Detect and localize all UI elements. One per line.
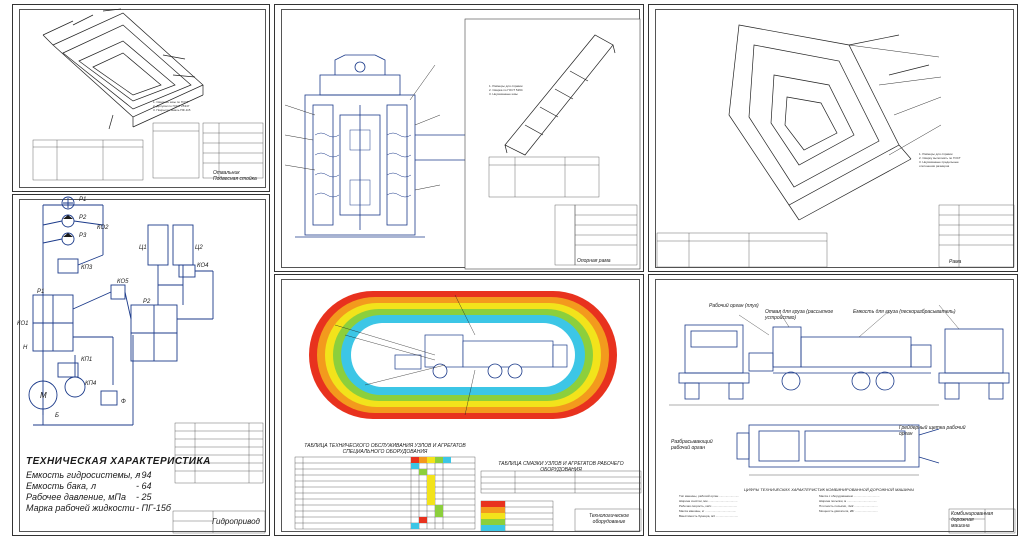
svg-text:Плотность посыпки, г/м2 ......: Плотность посыпки, г/м2 ................… (819, 504, 878, 508)
sheet-cylinder: 1. Размеры для справок 2. Сварка по ГОСТ… (274, 4, 644, 272)
label-r1: Р1 (37, 289, 45, 295)
truck-stamp: Комбинированная дорожная машина (951, 511, 994, 529)
sheet-c-stamp: Опорная рама (577, 258, 611, 264)
svg-text:2. Сварка по ГОСТ 5264: 2. Сварка по ГОСТ 5264 (489, 88, 523, 92)
sheet-frame (655, 279, 1014, 532)
sheet-frame (655, 9, 1014, 268)
label-f: Ф (121, 399, 126, 405)
tech-row-pressure: Рабочее давление, мПа - 25 (26, 492, 152, 502)
frame-drawing: 1. Размеры для справок 2. Сварку выполня… (656, 24, 1015, 268)
label-ko5: КО5 (117, 279, 129, 285)
svg-text:Ширина посыпки, м ............: Ширина посыпки, м ......................… (819, 499, 877, 503)
sheet-frame (281, 279, 640, 532)
svg-text:3. Покрытие эмаль ПФ-115: 3. Покрытие эмаль ПФ-115 (153, 108, 191, 112)
label-kp3: КП3 (81, 265, 93, 271)
svg-text:Масса с оборудованием ........: Масса с оборудованием ..................… (819, 494, 880, 498)
maintenance-table-title: ТАБЛИЦА ТЕХНИЧЕСКОГО ОБСЛУЖИВАНИЯ УЗЛОВ … (304, 443, 466, 455)
tech-row-name: Рабочее давление, мПа (26, 492, 126, 502)
plow-attachment-drawing: 1. Сварные швы по ГОСТ 2. Допуски по ГОС… (32, 8, 264, 181)
sheet-frame (19, 199, 266, 532)
svg-text:отклонения размеров: отклонения размеров (919, 164, 950, 168)
label-b: Б (55, 413, 59, 419)
label-c2: Ц2 (195, 245, 203, 251)
sheet-a-stamp: Отвальник Подвесная стойка (213, 170, 257, 182)
svg-text:Вместимость бункера, м3 ......: Вместимость бункера, м3 ................… (679, 514, 738, 518)
label-kp1: КП1 (81, 357, 93, 363)
lubrication-table-title: ТАБЛИЦА СМАЗКИ УЗЛОВ И АГРЕГАТОВ РАБОЧЕГ… (498, 461, 624, 473)
label-m: М (40, 391, 47, 400)
label-p2: Р2 (79, 215, 87, 221)
svg-text:1. Сварные швы по ГОСТ: 1. Сварные швы по ГОСТ (153, 100, 189, 104)
tech-row-tank: Емкость бака, л - 64 (26, 481, 152, 491)
ops-stamp: Технологическое оборудование (589, 513, 629, 525)
sheet-hydraulic: Р1 Р2 Р3 КО2 КП3 КО1 Ц1 Ц2 КО4 КО5 Р2 Р1… (12, 194, 270, 536)
svg-text:3. Неуказанные швы: 3. Неуказанные швы (489, 92, 518, 96)
label-plow: Рабочий орган (плуг) (709, 303, 759, 309)
label-n: Н (23, 345, 28, 351)
label-kp4: КП4 (85, 381, 97, 387)
svg-text:3. Неуказанные предельные: 3. Неуказанные предельные (919, 160, 959, 164)
label-r2: Р2 (143, 299, 151, 305)
sheet-truck: Тип машины, рабочий орган ..............… (648, 274, 1018, 536)
tech-row-fluid: Марка рабочей жидкости- ПГ-15б (26, 503, 171, 513)
truck-specs-title: ЦИФРЫ ТЕХНИЧЕСКИХ ХАРАКТЕРИСТИК КОМБИНИР… (744, 487, 914, 492)
tech-characteristics-title: ТЕХНИЧЕСКАЯ ХАРАКТЕРИСТИКА (26, 456, 211, 467)
svg-text:Тип машины, рабочий орган ....: Тип машины, рабочий орган ..............… (679, 494, 739, 498)
truck-general-view: Тип машины, рабочий орган ..............… (669, 304, 1016, 534)
svg-text:Мощность двигателя, кВт ......: Мощность двигателя, кВт ................… (819, 509, 878, 513)
tech-row-value: - 94 (136, 470, 152, 480)
label-ko4: КО4 (197, 263, 209, 269)
svg-text:Рабочая скорость, км/ч .......: Рабочая скорость, км/ч .................… (679, 504, 737, 508)
cylinder-drawing: 1. Размеры для справок 2. Сварка по ГОСТ… (284, 18, 641, 270)
label-ko2: КО2 (97, 225, 109, 231)
tech-row-value: - ПГ-15б (136, 503, 171, 513)
sheet-plow-attachment: 1. Сварные швы по ГОСТ 2. Допуски по ГОС… (12, 4, 270, 192)
maintenance-track-drawing (294, 291, 642, 532)
label-c1: Ц1 (139, 245, 147, 251)
svg-text:1. Размеры для справок: 1. Размеры для справок (489, 84, 523, 88)
label-p1: Р1 (79, 197, 87, 203)
tech-row-value: - 64 (136, 481, 152, 491)
svg-text:2. Сварку выполнять по ГОСТ: 2. Сварку выполнять по ГОСТ (919, 156, 961, 160)
label-ko1: КО1 (17, 321, 29, 327)
sheet-d-stamp: Рама (949, 259, 962, 265)
label-brush: Грейдерный щетка рабочий орган (899, 425, 966, 437)
svg-text:2. Допуски по ГОСТ 25347: 2. Допуски по ГОСТ 25347 (153, 104, 190, 108)
tech-row-system: Емкость гидросистемы, л- 94 (26, 470, 152, 480)
label-rear: Разбрасывающий рабочий орган (671, 439, 713, 451)
tech-row-name: Марка рабочей жидкости (26, 503, 135, 513)
hydraulic-stamp: Гидропривод (212, 517, 260, 526)
tech-row-value: - 25 (136, 492, 152, 502)
svg-text:1. Размеры для справок: 1. Размеры для справок (919, 152, 953, 156)
tech-row-name: Емкость бака, л (26, 481, 97, 491)
sheet-frame-right: 1. Размеры для справок 2. Сварку выполня… (648, 4, 1018, 272)
sheet-frame (19, 9, 266, 188)
label-box: Емкость для груза (пескоразбрасыватель) (853, 309, 956, 315)
sheet-maintenance: ТАБЛИЦА ТЕХНИЧЕСКОГО ОБСЛУЖИВАНИЯ УЗЛОВ … (274, 274, 644, 536)
svg-text:Масса машины, кг .............: Масса машины, кг .......................… (679, 509, 736, 513)
label-body: Отвал для груза (рассыпное устройство) (765, 309, 834, 321)
label-p3: Р3 (79, 233, 87, 239)
tech-row-name: Емкость гидросистемы, л (26, 470, 141, 480)
hydraulic-schematic (28, 196, 266, 534)
svg-text:Ширина очистки, мм ...........: Ширина очистки, мм .....................… (679, 499, 738, 503)
